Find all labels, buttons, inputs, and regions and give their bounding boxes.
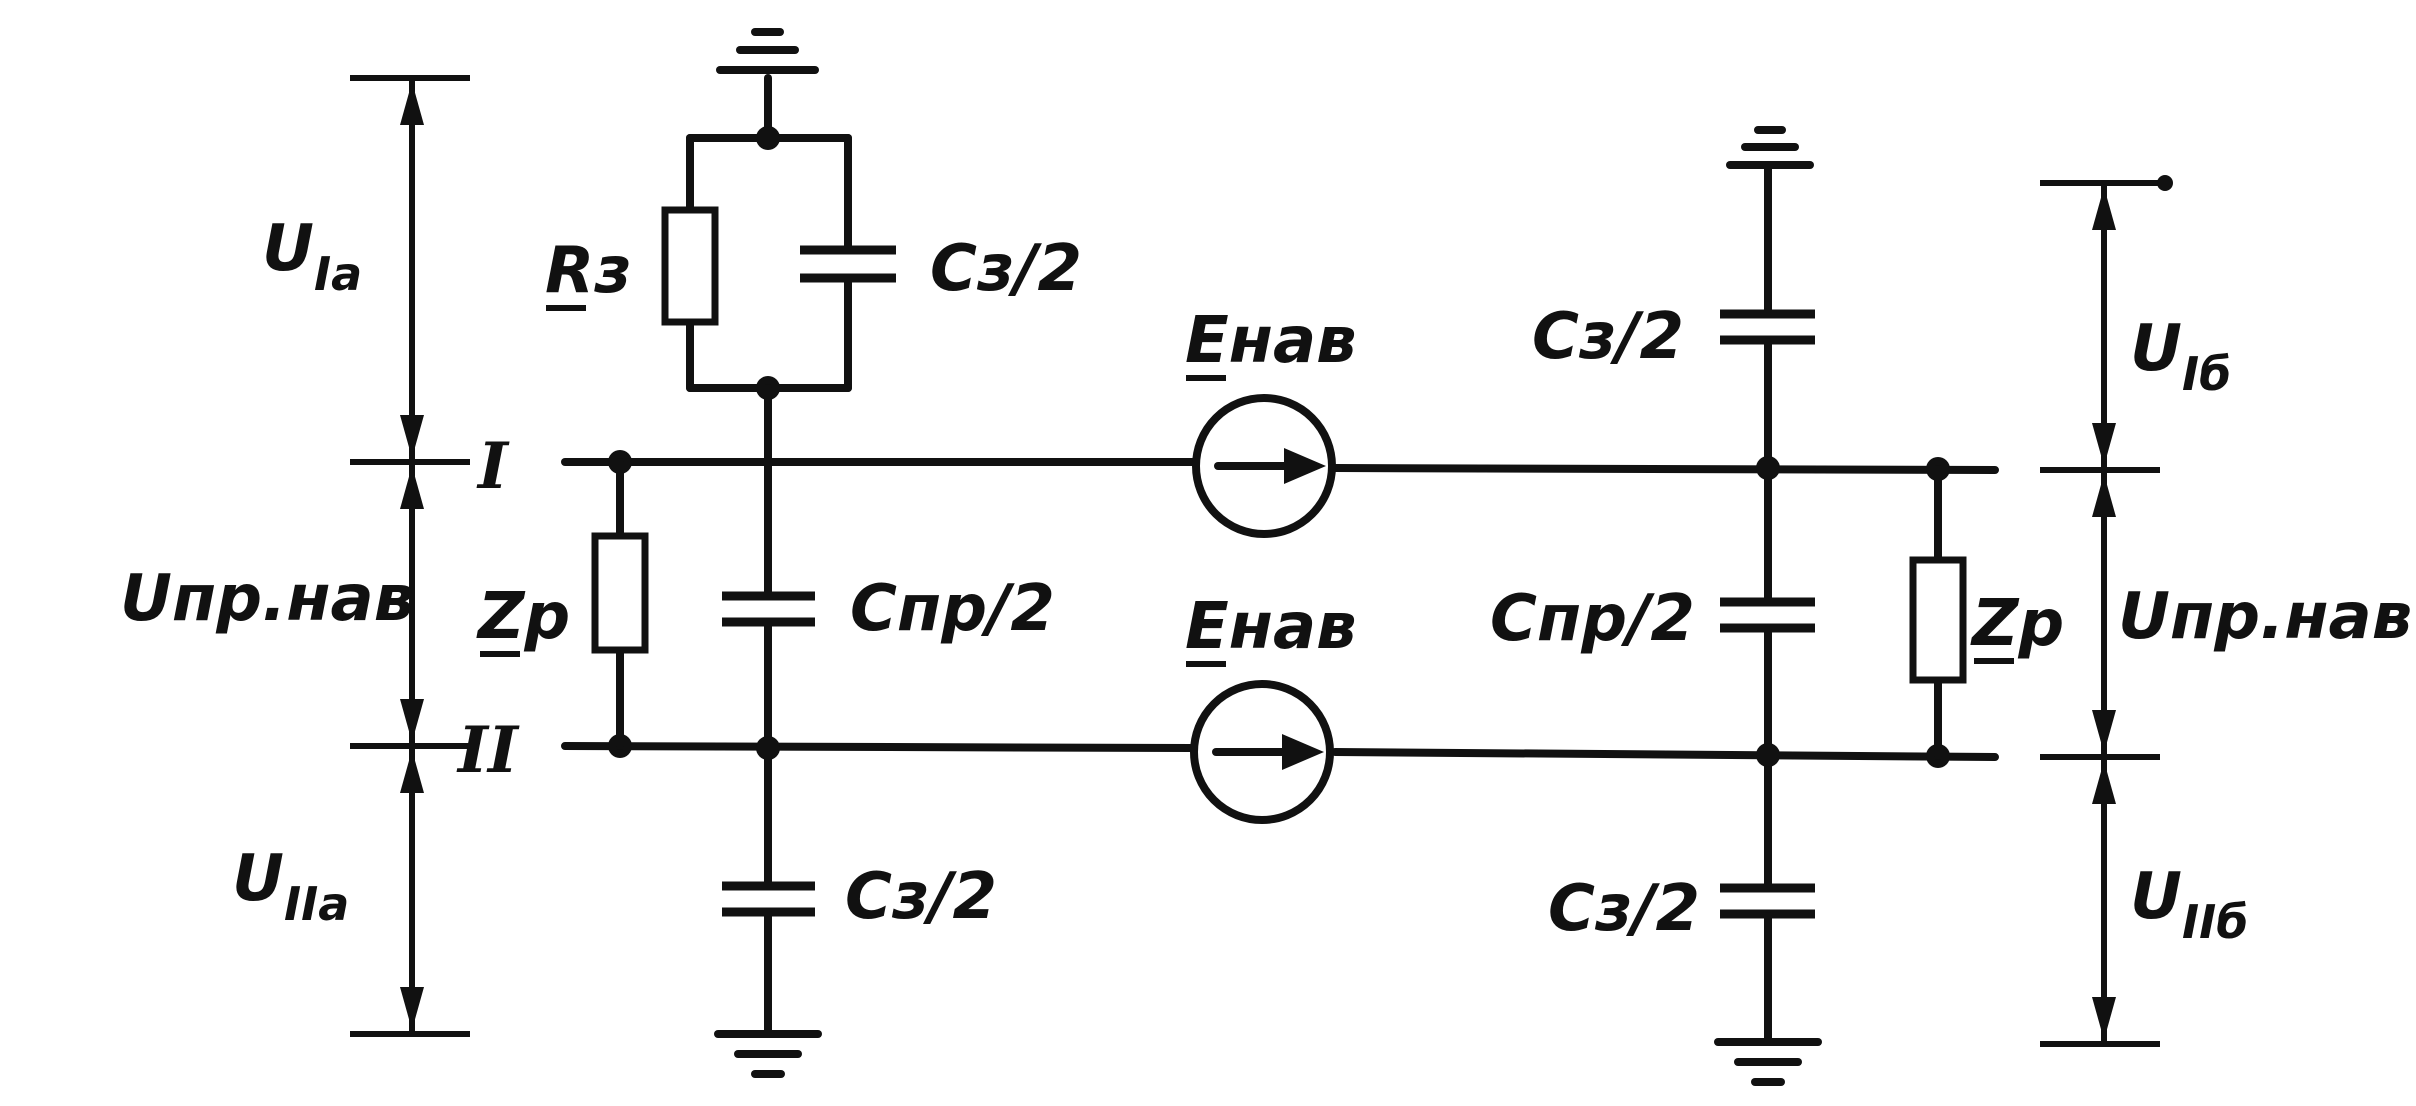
left-zp-branch	[591, 450, 649, 758]
label-cpr-left: Cпр/2	[850, 572, 1055, 646]
right-voltage-dimension	[2040, 175, 2173, 1047]
label-u1a: UIа	[262, 212, 362, 301]
label-u2a: UIIа	[232, 842, 349, 931]
label-upr-right: Uпр.нав	[2118, 580, 2412, 654]
label-u1b: UIб	[2130, 312, 2231, 401]
source-enav-line1	[1192, 394, 1336, 538]
label-c3-top-left: Cз/2	[930, 232, 1082, 306]
label-upr-left: Uпр.нав	[120, 562, 414, 636]
right-ground-top	[1726, 126, 1814, 169]
line-2	[561, 742, 1999, 761]
left-voltage-dimension	[350, 75, 470, 1037]
label-line-2: II	[456, 713, 520, 788]
label-c3-top-right: Cз/2	[1532, 300, 1684, 374]
label-enav-2: Eнав	[1185, 590, 1357, 664]
right-zp-branch	[1909, 457, 1967, 768]
label-zp-right: Zр	[1970, 587, 2064, 661]
resistor-rz	[661, 206, 719, 326]
left-ground-top	[716, 28, 819, 142]
rz-c3-parallel-block	[661, 126, 896, 400]
label-cpr-right: Cпр/2	[1490, 582, 1695, 656]
label-line-1: I	[476, 429, 510, 504]
right-ground-bottom	[1714, 1038, 1822, 1086]
source-enav-line2	[1190, 680, 1334, 824]
left-ground-bottom	[714, 1030, 822, 1078]
label-rz: Rз	[545, 234, 631, 308]
resistor-zp-right	[1909, 556, 1967, 684]
label-enav-1: Eнав	[1185, 304, 1357, 378]
label-c3-bottom-right: Cз/2	[1548, 872, 1700, 946]
complex-underlines	[480, 305, 2014, 667]
right-trunk	[1720, 161, 1815, 1044]
label-zp-left: Zр	[476, 580, 570, 654]
label-c3-bottom-left: Cз/2	[845, 860, 997, 934]
line-1	[561, 458, 1999, 474]
resistor-zp-left	[591, 532, 649, 654]
left-trunk	[722, 384, 815, 1036]
label-u2b: UIIб	[2130, 860, 2248, 949]
